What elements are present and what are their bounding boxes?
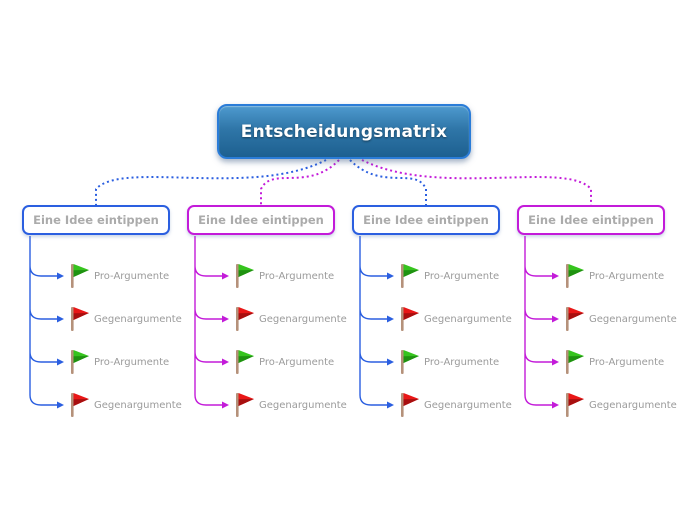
argument-label: Gegenargumente bbox=[589, 399, 677, 411]
flag-pole bbox=[71, 393, 74, 417]
flag-pole bbox=[236, 350, 239, 374]
arrowhead bbox=[222, 272, 229, 280]
idea-topic-label: Eine Idee eintippen bbox=[363, 213, 489, 227]
argument-topic[interactable]: Gegenargumente bbox=[559, 304, 677, 334]
green-flag-icon bbox=[71, 264, 89, 288]
argument-topic[interactable]: Gegenargumente bbox=[229, 390, 347, 420]
argument-label: Gegenargumente bbox=[259, 313, 347, 325]
argument-label: Gegenargumente bbox=[94, 313, 182, 325]
argument-topic[interactable]: Gegenargumente bbox=[394, 304, 512, 334]
argument-topic[interactable]: Pro-Argumente bbox=[64, 347, 169, 377]
red-flag-icon bbox=[71, 307, 89, 331]
branch-lines-idea-2 bbox=[194, 236, 222, 406]
curve-root-to-idea-1 bbox=[95, 159, 327, 205]
flag-pole bbox=[401, 393, 404, 417]
argument-topic[interactable]: Pro-Argumente bbox=[229, 347, 334, 377]
arrowhead bbox=[57, 401, 64, 409]
red-flag-icon bbox=[236, 393, 254, 417]
argument-topic[interactable]: Gegenargumente bbox=[229, 304, 347, 334]
green-flag-icon bbox=[401, 264, 419, 288]
red-flag-icon bbox=[401, 393, 419, 417]
flag-pole bbox=[566, 393, 569, 417]
argument-topic[interactable]: Gegenargumente bbox=[64, 304, 182, 334]
argument-label: Pro-Argumente bbox=[589, 356, 665, 368]
argument-topic[interactable]: Pro-Argumente bbox=[394, 347, 499, 377]
argument-label: Pro-Argumente bbox=[259, 356, 335, 368]
argument-label: Gegenargumente bbox=[424, 399, 512, 411]
idea-topic-label: Eine Idee eintippen bbox=[528, 213, 654, 227]
green-flag-icon bbox=[236, 264, 254, 288]
flag-pole bbox=[566, 350, 569, 374]
flag-pole bbox=[236, 393, 239, 417]
red-flag-icon bbox=[71, 393, 89, 417]
arrowhead bbox=[57, 272, 64, 280]
arrowhead bbox=[552, 401, 559, 409]
argument-label: Pro-Argumente bbox=[259, 270, 335, 282]
arrowhead bbox=[387, 401, 394, 409]
flag-pole bbox=[401, 350, 404, 374]
arrowhead bbox=[387, 358, 394, 366]
branch-lines-idea-4 bbox=[524, 236, 552, 406]
flag-pole bbox=[401, 307, 404, 331]
argument-topic[interactable]: Pro-Argumente bbox=[229, 261, 334, 291]
arrowhead bbox=[222, 401, 229, 409]
curve-root-to-idea-3 bbox=[349, 159, 427, 205]
idea-topic-1[interactable]: Eine Idee eintippen bbox=[22, 205, 170, 235]
red-flag-icon bbox=[236, 307, 254, 331]
argument-topic[interactable]: Gegenargumente bbox=[394, 390, 512, 420]
red-flag-icon bbox=[566, 307, 584, 331]
argument-label: Pro-Argumente bbox=[94, 356, 170, 368]
root-topic[interactable]: Entscheidungsmatrix bbox=[217, 104, 471, 159]
argument-topic[interactable]: Pro-Argumente bbox=[559, 261, 664, 291]
arrowhead bbox=[57, 358, 64, 366]
red-flag-icon bbox=[401, 307, 419, 331]
argument-topic[interactable]: Gegenargumente bbox=[64, 390, 182, 420]
arrowhead bbox=[552, 315, 559, 323]
arrowhead bbox=[222, 315, 229, 323]
idea-topic-2[interactable]: Eine Idee eintippen bbox=[187, 205, 335, 235]
arrowhead bbox=[552, 358, 559, 366]
red-flag-icon bbox=[566, 393, 584, 417]
curve-root-to-idea-2 bbox=[260, 159, 340, 205]
flag-pole bbox=[566, 307, 569, 331]
argument-topic[interactable]: Pro-Argumente bbox=[394, 261, 499, 291]
flag-pole bbox=[236, 264, 239, 288]
argument-label: Gegenargumente bbox=[259, 399, 347, 411]
green-flag-icon bbox=[566, 350, 584, 374]
arrowhead bbox=[387, 272, 394, 280]
flag-pole bbox=[566, 264, 569, 288]
green-flag-icon bbox=[236, 350, 254, 374]
idea-topic-3[interactable]: Eine Idee eintippen bbox=[352, 205, 500, 235]
arrowhead bbox=[552, 272, 559, 280]
arrowhead bbox=[222, 358, 229, 366]
argument-label: Pro-Argumente bbox=[424, 356, 500, 368]
branch-lines-idea-3 bbox=[359, 236, 387, 406]
idea-topic-label: Eine Idee eintippen bbox=[33, 213, 159, 227]
flag-pole bbox=[236, 307, 239, 331]
idea-topic-label: Eine Idee eintippen bbox=[198, 213, 324, 227]
argument-topic[interactable]: Gegenargumente bbox=[559, 390, 677, 420]
argument-label: Gegenargumente bbox=[589, 313, 677, 325]
branch-lines-idea-1 bbox=[29, 236, 57, 406]
argument-topic[interactable]: Pro-Argumente bbox=[559, 347, 664, 377]
arrowhead bbox=[387, 315, 394, 323]
argument-label: Pro-Argumente bbox=[94, 270, 170, 282]
argument-label: Gegenargumente bbox=[94, 399, 182, 411]
flag-pole bbox=[71, 350, 74, 374]
arrowhead bbox=[57, 315, 64, 323]
root-topic-label: Entscheidungsmatrix bbox=[240, 121, 448, 142]
argument-topic[interactable]: Pro-Argumente bbox=[64, 261, 169, 291]
idea-topic-4[interactable]: Eine Idee eintippen bbox=[517, 205, 665, 235]
green-flag-icon bbox=[71, 350, 89, 374]
flag-pole bbox=[71, 264, 74, 288]
argument-label: Pro-Argumente bbox=[589, 270, 665, 282]
green-flag-icon bbox=[566, 264, 584, 288]
argument-label: Gegenargumente bbox=[424, 313, 512, 325]
argument-label: Pro-Argumente bbox=[424, 270, 500, 282]
curve-root-to-idea-4 bbox=[361, 159, 592, 205]
flag-pole bbox=[71, 307, 74, 331]
green-flag-icon bbox=[401, 350, 419, 374]
flag-pole bbox=[401, 264, 404, 288]
